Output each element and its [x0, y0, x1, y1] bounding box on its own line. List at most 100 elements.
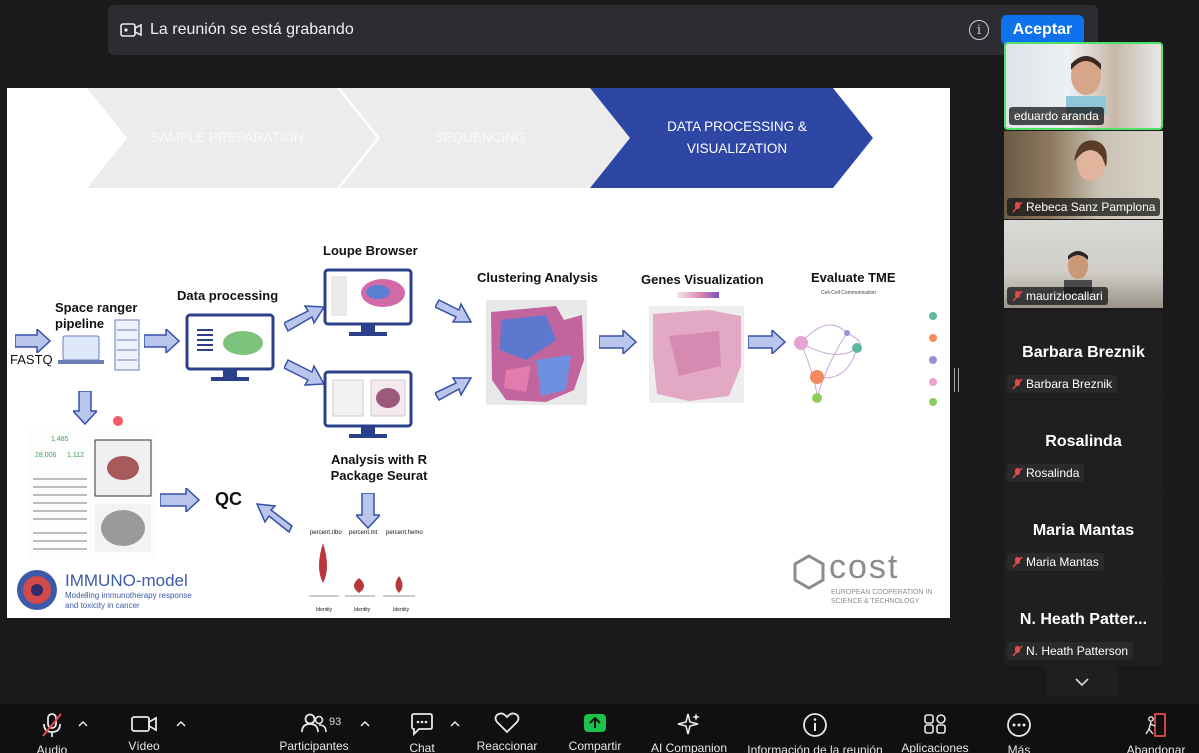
seurat-monitor-icon — [323, 370, 415, 440]
participant-tile-maurizio[interactable]: mauriziocallari — [1004, 220, 1163, 308]
participant-name: Rosalinda — [1026, 466, 1079, 480]
participant-name-tag: Rosalinda — [1007, 464, 1084, 482]
audio-label: Audio — [37, 743, 68, 753]
participants-count: 93 — [329, 716, 341, 728]
participants-label: Participantes — [279, 739, 348, 753]
leave-label: Abandonar — [1127, 743, 1186, 753]
audio-options-caret-icon[interactable] — [77, 718, 89, 730]
fastq-label: FASTQ — [10, 352, 53, 367]
meeting-info-button[interactable]: Información de la reunión — [744, 704, 886, 753]
arrow-summary-to-qc-icon — [160, 488, 200, 512]
chat-options-caret-icon[interactable] — [449, 718, 461, 730]
arrow-to-loupe-icon — [284, 303, 326, 335]
info-icon[interactable]: i — [969, 20, 989, 40]
participant-name: N. Heath Patterson — [1026, 644, 1128, 658]
ai-sparkle-icon — [676, 712, 702, 736]
participant-tile-rosalinda[interactable]: Rosalinda Rosalinda — [1004, 400, 1163, 488]
recording-banner: La reunión se está grabando i Aceptar — [108, 5, 1098, 55]
qc-label: QC — [215, 489, 242, 510]
chat-bubble-icon — [409, 712, 435, 736]
shared-screen-slide: SAMPLE PREPARATION SEQUENCING DATA PROCE… — [7, 88, 950, 618]
cell-communication-network — [787, 303, 887, 408]
cost-subtitle: EUROPEAN COOPERATION IN SCIENCE & TECHNO… — [831, 588, 950, 606]
immuno-model-logo — [15, 568, 59, 612]
immuno-model-title: IMMUNO-model — [65, 571, 188, 591]
participant-tile-heath[interactable]: N. Heath Patter... N. Heath Patterson — [1004, 578, 1163, 666]
participants-gallery: eduardo aranda Rebeca Sanz Pamplona maur… — [1004, 42, 1163, 309]
step-label-data-processing: DATA PROCESSING & VISUALIZATION — [647, 88, 827, 188]
video-label: Vídeo — [128, 739, 159, 753]
mic-muted-icon — [1012, 645, 1023, 657]
chevron-down-icon — [1074, 677, 1090, 687]
more-button[interactable]: Más — [1000, 704, 1038, 753]
qc-summary-image — [29, 428, 157, 560]
leave-button[interactable]: Abandonar — [1124, 704, 1188, 753]
recording-text: La reunión se está grabando — [150, 21, 969, 39]
data-processing-label: Data processing — [177, 288, 278, 304]
gallery-scroll-down-button[interactable] — [1046, 667, 1118, 697]
cost-title: cost — [829, 548, 899, 587]
step-label-sequencing: SEQUENCING — [380, 88, 580, 188]
participant-tile-barbara[interactable]: Barbara Breznik Barbara Breznik — [1004, 311, 1163, 399]
arrow-to-tme-icon — [748, 330, 786, 354]
ai-companion-button[interactable]: AI Companion — [648, 704, 730, 753]
step-label-sequencing-text: SEQUENCING — [435, 127, 526, 149]
qc-number-reads: 28,006 — [35, 452, 56, 459]
violin-plots-image — [303, 538, 421, 600]
audio-button[interactable]: Audio — [30, 704, 74, 753]
mic-muted-icon — [1012, 556, 1023, 568]
meeting-info-label: Información de la reunión — [747, 743, 882, 753]
react-label: Reaccionar — [477, 739, 538, 753]
react-button[interactable]: Reaccionar — [473, 704, 541, 753]
accept-button[interactable]: Aceptar — [1001, 15, 1084, 45]
apps-grid-icon — [922, 712, 948, 736]
participant-tile-maria[interactable]: Maria Mantas Maria Mantas — [1004, 489, 1163, 577]
qc-number-genes: 1,112 — [67, 452, 84, 459]
fastq-arrow-icon — [15, 329, 51, 353]
share-screen-button[interactable]: Compartir — [564, 704, 626, 753]
video-button[interactable]: Vídeo — [120, 704, 168, 753]
participant-name: Maria Mantas — [1026, 555, 1099, 569]
participant-name-tag: N. Heath Patterson — [1007, 642, 1133, 660]
participants-button[interactable]: Participantes — [275, 704, 353, 753]
genes-vis-image — [649, 306, 744, 403]
panel-splitter-handle[interactable] — [954, 368, 959, 392]
violin-label-mt: percent.mt — [349, 530, 377, 536]
violin-label-hemo: percent.hemo — [386, 530, 423, 536]
loupe-browser-label: Loupe Browser — [323, 243, 418, 259]
violin-label-ribo: percent.ribo — [310, 530, 342, 536]
laser-pointer-dot — [113, 416, 123, 426]
loupe-browser-monitor-icon — [323, 268, 415, 338]
participant-tile-eduardo[interactable]: eduardo aranda — [1004, 42, 1163, 130]
apps-button[interactable]: Aplicaciones — [900, 704, 970, 753]
participant-name-tag: mauriziocallari — [1007, 287, 1108, 305]
tme-legend-dots — [927, 308, 939, 408]
share-screen-icon — [582, 712, 608, 734]
arrow-to-data-processing-icon — [144, 329, 180, 353]
participant-name-tag: Rebeca Sanz Pamplona — [1007, 198, 1160, 216]
evaluate-tme-label: Evaluate TME — [811, 270, 896, 286]
camera-icon — [120, 21, 142, 39]
participant-name: eduardo aranda — [1014, 109, 1099, 123]
cost-logo-hexagon — [791, 554, 827, 590]
violin-identity-3: Identity — [393, 607, 409, 613]
info-circle-icon — [802, 712, 828, 738]
qc-number-spots: 1,485 — [51, 436, 69, 443]
participant-name: mauriziocallari — [1026, 289, 1103, 303]
participant-display-name: Rosalinda — [1004, 433, 1163, 451]
video-options-caret-icon[interactable] — [175, 718, 187, 730]
mic-muted-icon — [1012, 290, 1023, 302]
clustering-image — [486, 300, 587, 405]
arrow-violin-to-qc-icon — [253, 502, 293, 536]
video-camera-icon — [130, 712, 158, 734]
participants-options-caret-icon[interactable] — [359, 718, 371, 730]
participant-tile-rebeca[interactable]: Rebeca Sanz Pamplona — [1004, 131, 1163, 219]
chat-button[interactable]: Chat — [402, 704, 442, 753]
participant-display-name: Maria Mantas — [1004, 522, 1163, 540]
participant-display-name: N. Heath Patter... — [1004, 611, 1163, 629]
analysis-r-label: Analysis with R Package Seurat — [319, 452, 439, 484]
mic-muted-icon — [1012, 201, 1023, 213]
arrow-seurat-to-clustering-icon — [435, 373, 473, 403]
immuno-model-subtitle: Modelling immunotherapy response and tox… — [65, 591, 205, 611]
